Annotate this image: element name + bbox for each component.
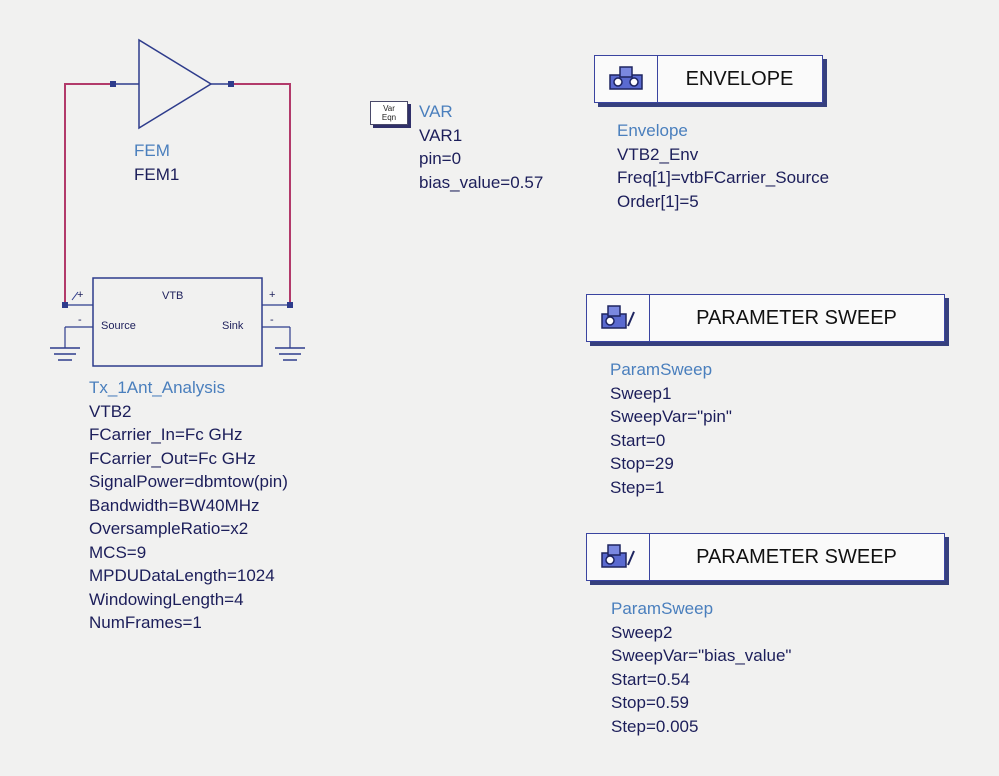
var-param: pin=0 [419,149,462,168]
envelope-controller-label: ENVELOPE [685,67,794,90]
fem-type-label: FEM [134,141,170,160]
ground-left-symbol [50,327,80,361]
envelope-controller[interactable]: ENVELOPE [594,55,823,103]
sweep-1-param: Step=1 [610,477,665,497]
vtb-param: FCarrier_Out=Fc GHz [89,448,256,468]
sweep-1-type-label: ParamSweep [610,360,713,379]
envelope-instance-name: VTB2_Env [617,144,699,164]
ground-right-symbol [275,327,305,361]
parameter-sweep-1-controller[interactable]: PARAMETER SWEEP [586,294,945,342]
sweep-1-param: Start=0 [610,430,666,450]
parameter-sweep-2-controller[interactable]: PARAMETER SWEEP [586,533,945,581]
vtb-param: Bandwidth=BW40MHz [89,495,260,515]
vtb-source-plus: + [77,289,84,301]
vtb-param: SignalPower=dbmtow(pin) [89,472,288,491]
vtb-param: MCS=9 [89,542,147,562]
var-icon-bottom-text: Eqn [381,113,397,122]
vtb-source-minus: - [78,314,82,326]
fem-amplifier-symbol[interactable] [110,38,234,130]
sweep-1-param: SweepVar="pin" [610,407,732,426]
sweep-2-param: SweepVar="bias_value" [611,646,792,665]
vtb-sink-label: Sink [222,320,244,332]
vtb-block-symbol[interactable] [62,277,293,367]
vtb-sink-plus: + [269,289,276,301]
sweep-1-param: Stop=29 [610,454,674,473]
parameter-sweep-2-label: PARAMETER SWEEP [696,545,897,568]
gear-icon [595,56,658,102]
wire-fem-out[interactable] [231,83,291,305]
sweep-2-type-label: ParamSweep [611,599,714,618]
var-instance-name: VAR1 [419,125,463,145]
parameter-sweep-1-label: PARAMETER SWEEP [696,306,897,329]
vtb-param: OversampleRatio=x2 [89,519,249,538]
var-param: bias_value=0.57 [419,172,544,192]
envelope-type-label: Envelope [617,121,688,140]
vtb-param: WindowingLength=4 [89,589,244,609]
fem-properties[interactable]: FEM FEM1 [134,139,179,186]
envelope-properties[interactable]: Envelope VTB2_Env Freq[1]=vtbFCarrier_So… [617,119,829,213]
vtb-sink-minus: - [270,314,274,326]
vtb-title: VTB [162,290,184,302]
var-type-label: VAR [419,102,453,121]
sweep-2-properties[interactable]: ParamSweep Sweep2 SweepVar="bias_value" … [611,597,791,738]
envelope-param: Order[1]=5 [617,191,699,211]
vtb-param: FCarrier_In=Fc GHz [89,425,243,444]
var-eqn-icon[interactable]: Var Eqn [370,101,408,125]
fem-instance-name: FEM1 [134,164,180,184]
vtb-type-label: Tx_1Ant_Analysis [89,378,226,397]
wire-fem-in[interactable] [64,83,113,305]
vtb-source-label: Source [101,320,136,332]
sweep-2-instance-name: Sweep2 [611,622,673,642]
vtb-instance-name: VTB2 [89,401,132,421]
sweep-icon [587,534,650,580]
vtb-param: NumFrames=1 [89,613,202,632]
vtb-param: MPDUDataLength=1024 [89,566,275,585]
var-properties[interactable]: VAR VAR1 pin=0 bias_value=0.57 [419,100,543,194]
sweep-2-param: Stop=0.59 [611,693,689,712]
sweep-icon [587,295,650,341]
sweep-1-instance-name: Sweep1 [610,383,672,403]
vtb-properties[interactable]: Tx_1Ant_Analysis VTB2 FCarrier_In=Fc GHz… [89,376,288,635]
sweep-2-param: Start=0.54 [611,669,690,689]
sweep-1-properties[interactable]: ParamSweep Sweep1 SweepVar="pin" Start=0… [610,358,732,499]
envelope-param: Freq[1]=vtbFCarrier_Source [617,168,830,187]
var-icon-top-text: Var [383,104,395,113]
sweep-2-param: Step=0.005 [611,716,699,736]
